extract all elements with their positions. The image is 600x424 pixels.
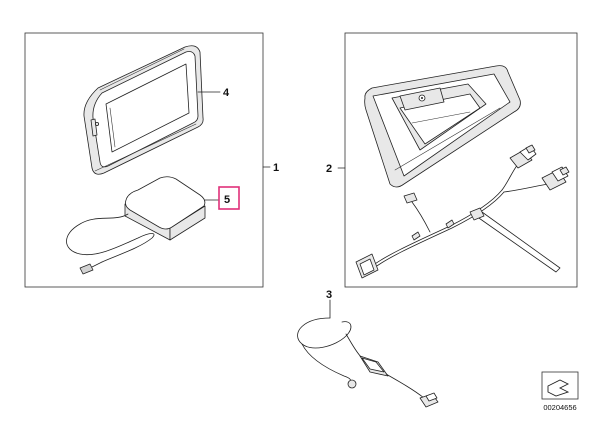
callout-4: 4	[223, 87, 230, 99]
diagram-stamp: 00204656	[541, 371, 579, 412]
adapter-cable: 3	[297, 289, 439, 408]
highlight-box-5	[218, 186, 240, 210]
navigation-device: 4	[83, 45, 230, 175]
group-box-2: 2	[326, 32, 578, 288]
arrow-icon	[547, 379, 570, 397]
mounting-cradle	[364, 65, 521, 188]
wiring-harness	[355, 144, 570, 279]
gps-antenna: 5	[66, 176, 240, 275]
callout-2: 2	[326, 163, 332, 175]
diagram-id: 00204656	[543, 403, 576, 412]
callout-1: 1	[273, 162, 279, 174]
group-box-1: 1	[24, 32, 279, 288]
callout-5: 5	[224, 194, 230, 206]
callout-3: 3	[326, 289, 332, 301]
